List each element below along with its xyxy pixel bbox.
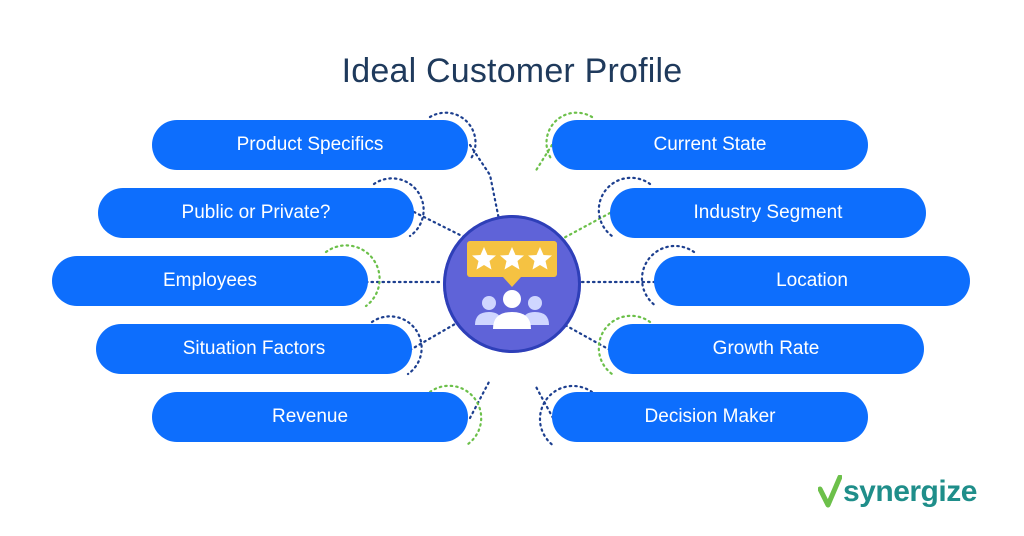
- pill-product-specifics: Product Specifics: [152, 120, 468, 170]
- center-badge: [443, 215, 581, 353]
- pill-label: Industry Segment: [693, 202, 843, 223]
- pill-label: Growth Rate: [712, 338, 820, 359]
- pill-current-state: Current State: [552, 120, 868, 170]
- pill-label: Current State: [653, 134, 767, 155]
- pill-situation-factors: Situation Factors: [96, 324, 412, 374]
- pill-location: Location: [654, 256, 970, 306]
- diagram-title: Ideal Customer Profile: [341, 52, 683, 90]
- pill-industry-segment: Industry Segment: [610, 188, 926, 238]
- pill-label: Revenue: [271, 406, 349, 427]
- rated-customers-icon: [467, 241, 557, 329]
- pill-label: Employees: [163, 270, 257, 291]
- synergize-logo: synergize: [818, 474, 977, 510]
- logo-text: synergize: [843, 475, 977, 508]
- pill-label: Situation Factors: [182, 338, 326, 359]
- pill-employees: Employees: [52, 256, 368, 306]
- pill-growth-rate: Growth Rate: [608, 324, 924, 374]
- v-checkmark-icon: [818, 475, 842, 508]
- pill-label: Decision Maker: [644, 406, 776, 427]
- pill-revenue: Revenue: [152, 392, 468, 442]
- pill-public-or-private: Public or Private?: [98, 188, 414, 238]
- pill-label: Product Specifics: [236, 134, 384, 155]
- pill-decision-maker: Decision Maker: [552, 392, 868, 442]
- pill-label: Public or Private?: [181, 202, 331, 223]
- pill-label: Location: [776, 270, 848, 291]
